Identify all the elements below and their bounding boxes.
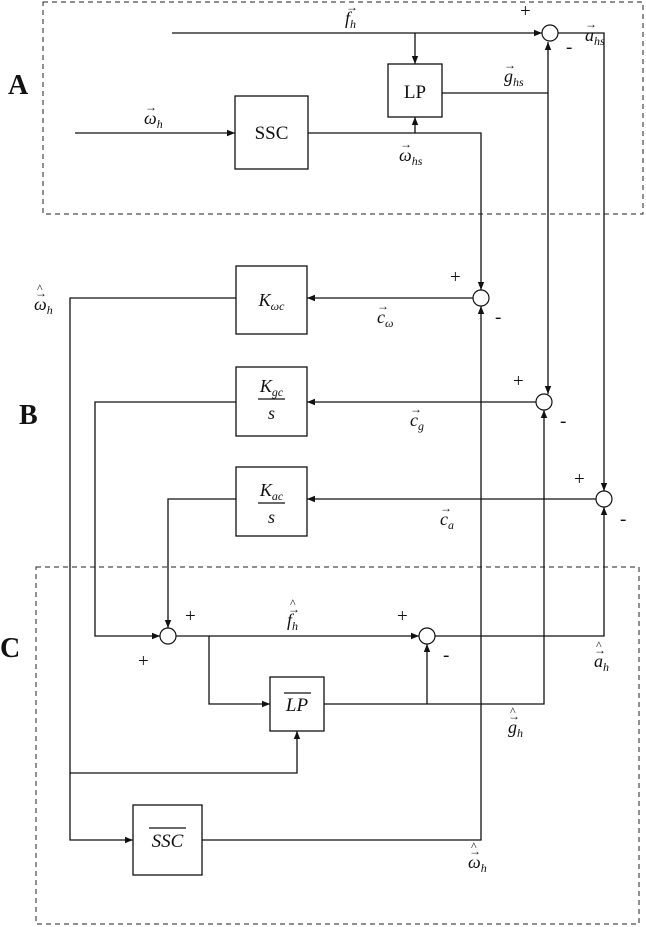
section-label-c: C	[0, 633, 20, 664]
ssc-estimate-block: SSC	[132, 804, 203, 876]
sign-minus-omega: -	[495, 307, 501, 328]
vec-g-h-estimate: →	[508, 709, 520, 723]
sign-plus-a-est: +	[397, 606, 408, 627]
vec-c-g: →	[410, 402, 422, 416]
vec-c-omega: →	[377, 299, 389, 313]
k-omega-block: Kωc	[235, 265, 308, 335]
sign-plus-f-left: +	[138, 651, 149, 672]
label-c-a: ca	[440, 509, 454, 532]
wire-a-est	[435, 507, 608, 637]
lp-block: LP	[387, 63, 443, 118]
label-c-omega: cω	[377, 307, 393, 330]
sign-minus-a: -	[566, 37, 572, 58]
wire-a-hs	[558, 32, 608, 491]
summing-junction-f-est	[159, 627, 177, 645]
sign-plus-omega: +	[450, 267, 461, 288]
vec-omega-h: →	[145, 100, 157, 114]
region-a	[42, 1, 644, 215]
summing-junction-a	[541, 24, 559, 42]
hat-omega-h-bottom: ^	[471, 839, 477, 853]
vec-omega-h-estimate: →	[35, 286, 47, 300]
wire-kg-to-sum-f	[94, 401, 236, 640]
ssc-block: SSC	[234, 95, 309, 170]
section-label-b: B	[19, 400, 38, 431]
vec-f-h-estimate: →	[288, 602, 300, 616]
label-a-h-estimate: ah	[594, 651, 609, 674]
wire-lp-est-output	[324, 410, 548, 705]
sign-plus-g: +	[513, 371, 524, 392]
region-c	[35, 566, 640, 925]
k-g-numerator: Kgc	[259, 376, 284, 399]
hat-a-h-estimate: ^	[596, 638, 602, 652]
wire-f-est-to-lp	[208, 636, 270, 708]
label-omega-h-bottom: ωh	[468, 852, 487, 875]
ssc-label: SSC	[255, 123, 289, 144]
vec-g-hs: →	[504, 58, 516, 72]
sign-plus-f-top: +	[185, 606, 196, 627]
lp-estimate-label: LP	[285, 695, 309, 716]
wire-ka-to-sum-f	[164, 498, 236, 628]
wire-ssc-est-output	[202, 306, 485, 841]
k-a-denominator: s	[268, 507, 275, 527]
k-omega-label: Kωc	[258, 290, 285, 313]
label-omega-h-estimate: ωh	[34, 294, 53, 317]
label-a-hs: ahs	[585, 25, 605, 48]
k-a-numerator: Kac	[259, 480, 284, 503]
section-label-a: A	[8, 70, 29, 101]
summing-junction-a-error	[595, 490, 613, 508]
vec-omega-h-bottom: →	[469, 844, 481, 858]
label-omega-hs: ωhs	[399, 145, 423, 168]
wire-ssc-to-lp	[308, 117, 419, 134]
wire-ssc-to-sum-omega	[415, 132, 485, 290]
sign-minus-a-error: -	[620, 509, 626, 530]
sign-plus-a: +	[520, 1, 531, 22]
hat-omega-h-estimate: ^	[37, 281, 43, 295]
ssc-estimate-label: SSC	[152, 831, 184, 852]
vec-a-h-estimate: →	[594, 643, 606, 657]
lp-label: LP	[404, 82, 426, 103]
label-g-h-estimate: gh	[508, 717, 523, 740]
sign-plus-a-error: +	[574, 469, 585, 490]
hat-g-h-estimate: ^	[510, 704, 516, 718]
vec-a-hs: →	[585, 17, 597, 31]
sign-minus-a-est: -	[443, 645, 449, 666]
k-a-block: Kac s	[235, 466, 308, 537]
vec-omega-hs: →	[400, 137, 412, 151]
summing-junction-g	[535, 393, 553, 411]
k-g-denominator: s	[268, 403, 275, 423]
label-g-hs: ghs	[504, 66, 524, 89]
k-g-block: Kgc s	[235, 366, 308, 437]
sign-minus-g: -	[560, 411, 566, 432]
label-omega-h: ωh	[144, 108, 163, 131]
label-f-h-estimate: fh	[287, 610, 298, 633]
vec-c-a: →	[440, 501, 452, 515]
summing-junction-a-est	[418, 627, 436, 645]
hat-f-h-estimate: ^	[290, 596, 296, 610]
wire-omega-est-feedback	[69, 297, 236, 844]
label-f-h: fh	[345, 8, 356, 31]
wire-omega-est-to-lp	[70, 731, 301, 774]
lp-estimate-block: LP	[269, 676, 325, 732]
label-c-g: cg	[410, 410, 424, 433]
vec-f-h: →	[346, 0, 358, 14]
summing-junction-omega	[472, 289, 490, 307]
